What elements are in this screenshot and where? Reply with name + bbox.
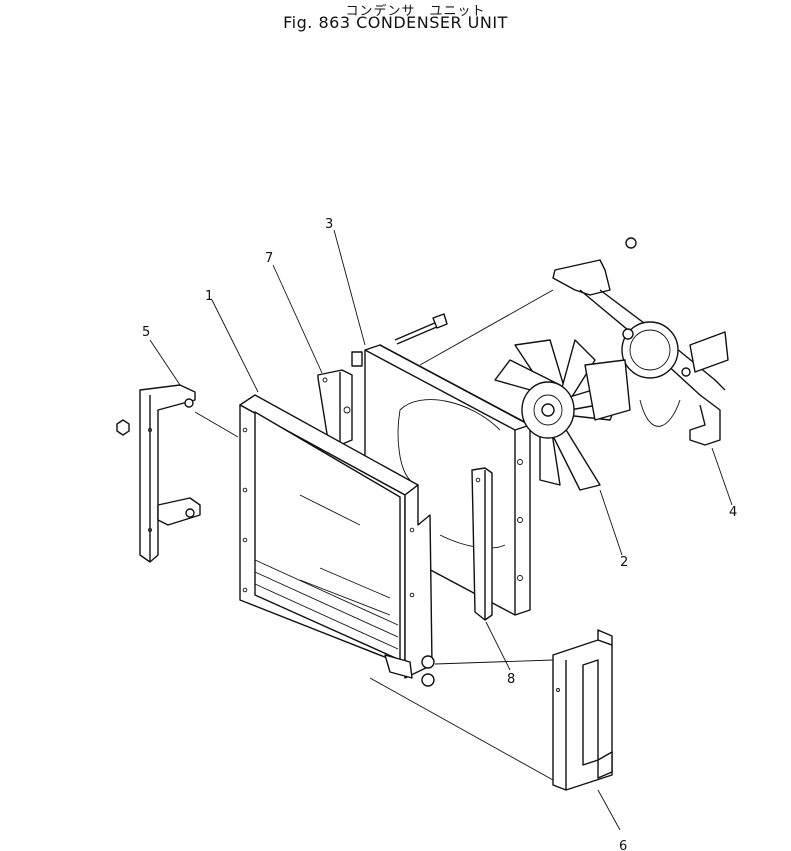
figure-title-japanese: コンデンサ ユニット (345, 4, 486, 19)
callout-leaders (149, 229, 733, 831)
callout-2: 2 (620, 555, 628, 570)
figure-title: Fig. 863 CONDENSER UNIT (283, 13, 508, 32)
condenser-core-part-1 (239, 394, 435, 687)
bolt (394, 313, 448, 345)
callout-6: 6 (619, 839, 627, 851)
bracket-part-6 (552, 629, 613, 791)
callout-7: 7 (265, 251, 273, 266)
callout-4: 4 (729, 505, 737, 520)
bracket-part-7 (317, 369, 353, 446)
fan-motor-bracket-part-4 (552, 237, 729, 446)
callout-3: 3 (325, 217, 333, 232)
bracket-part-8 (471, 467, 493, 621)
callout-1: 1 (205, 289, 213, 304)
fan-part-2 (494, 339, 631, 491)
bracket-part-5 (116, 384, 201, 563)
assembly-lines (194, 289, 554, 781)
callout-8: 8 (507, 672, 515, 687)
callout-5: 5 (142, 325, 150, 340)
